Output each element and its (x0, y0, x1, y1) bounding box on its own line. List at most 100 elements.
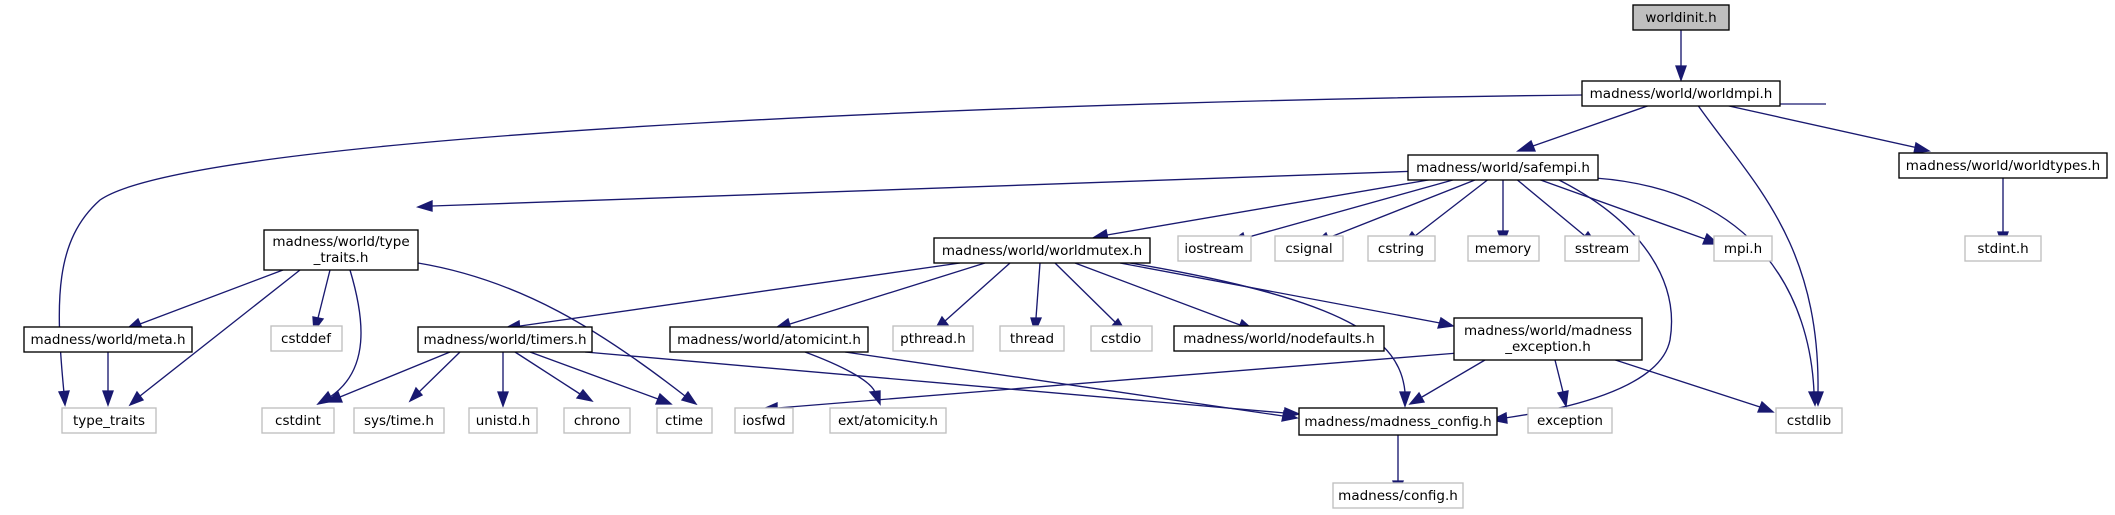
edge-safempi-typetraitsh (415, 170, 1421, 212)
edge-typetraitsh-cstddef (312, 269, 331, 333)
node-label: type_traits (73, 413, 145, 429)
node-iosfwd[interactable]: iosfwd (734, 407, 794, 434)
node-label: sstream (1575, 241, 1629, 257)
node-sstream[interactable]: sstream (1564, 235, 1640, 262)
edge-timers-chrono (514, 351, 594, 403)
edge-safempi-worldmutex (1091, 177, 1441, 241)
node-cstdlib[interactable]: cstdlib (1775, 407, 1843, 434)
edge-atomicint-madness-config (844, 351, 1299, 422)
node-label: madness/madness_config.h (1304, 414, 1491, 430)
node-worldmpi[interactable]: madness/world/worldmpi.h (1581, 80, 1781, 107)
node-label: madness/world/worldmpi.h (1590, 86, 1773, 102)
edge-worldinit-worldmpi (1675, 30, 1687, 83)
node-label-line-1: madness/world/madness (1464, 323, 1632, 339)
node-label: cstdint (275, 413, 321, 429)
edge-timers-unistd (497, 352, 509, 409)
edge-safempi-iostream (1229, 177, 1461, 244)
node-label: madness/world/atomicint.h (677, 332, 861, 348)
node-label-line-2: _traits.h (313, 250, 369, 266)
node-iostream[interactable]: iostream (1177, 235, 1252, 262)
edge-typetraitsh-iosfwd (417, 262, 698, 406)
node-madness-exception[interactable]: madness/world/madness _exception.h (1453, 317, 1643, 361)
node-memory[interactable]: memory (1467, 235, 1540, 262)
node-chrono[interactable]: chrono (563, 407, 631, 434)
node-mpi-h[interactable]: mpi.h (1713, 235, 1773, 262)
node-label: csignal (1285, 241, 1332, 257)
node-exception[interactable]: exception (1527, 407, 1613, 434)
node-type-traits[interactable]: type_traits (61, 407, 157, 434)
edge-safempi-csignal (1313, 177, 1481, 244)
node-ext-atomicity[interactable]: ext/atomicity.h (829, 407, 947, 434)
edge-meta-type-traits (102, 352, 114, 408)
node-madness-config[interactable]: madness/madness_config.h (1298, 407, 1498, 436)
edge-safempi-memory (1497, 178, 1509, 248)
node-meta[interactable]: madness/world/meta.h (23, 326, 193, 353)
node-label: exception (1537, 413, 1603, 429)
edge-worldmutex-atomicint (774, 262, 986, 330)
node-worldtypes[interactable]: madness/world/worldtypes.h (1898, 152, 2108, 179)
node-label: madness/world/worldtypes.h (1906, 158, 2100, 174)
edge-typetraitsh-meta (125, 269, 284, 330)
edge-worldmpi-worldtypes (1719, 103, 1931, 154)
node-worldmutex[interactable]: madness/world/worldmutex.h (933, 237, 1151, 264)
node-thread[interactable]: thread (999, 325, 1065, 352)
node-label: ctime (665, 413, 703, 429)
node-cstddef[interactable]: cstddef (270, 325, 343, 352)
edge-safempi-mpi (1534, 177, 1720, 245)
edge-safempi-sstream (1514, 177, 1598, 246)
node-label: mpi.h (1724, 241, 1762, 257)
node-label: madness/world/timers.h (423, 332, 586, 348)
node-stdint-h[interactable]: stdint.h (1964, 235, 2042, 262)
node-label: cstdlib (1787, 413, 1831, 429)
node-atomicint[interactable]: madness/world/atomicint.h (669, 326, 869, 353)
node-label: unistd.h (476, 413, 531, 429)
edge-madnessexc-madness-config (1408, 359, 1486, 405)
node-label: ext/atomicity.h (838, 413, 938, 429)
node-type-traits-h[interactable]: madness/world/type _traits.h (263, 229, 419, 271)
edge-timers-ctime (529, 351, 673, 405)
node-sys-time[interactable]: sys/time.h (353, 407, 445, 434)
node-ctime[interactable]: ctime (656, 407, 713, 434)
edge-safempi-madness-config (1489, 177, 1673, 424)
node-label: madness/world/safempi.h (1416, 160, 1590, 176)
node-label: cstring (1378, 241, 1424, 257)
edge-worldmutex-pthread (933, 262, 1011, 332)
node-label: madness/world/nodefaults.h (1183, 331, 1374, 347)
edge-worldmutex-thread (1030, 262, 1043, 335)
node-config-h[interactable]: madness/config.h (1332, 482, 1464, 509)
node-label: madness/config.h (1338, 488, 1458, 504)
node-worldinit[interactable]: worldinit.h (1632, 4, 1730, 31)
node-label: madness/world/worldmutex.h (942, 243, 1142, 259)
node-csignal[interactable]: csignal (1274, 235, 1344, 262)
node-label: cstddef (281, 331, 332, 347)
node-pthread[interactable]: pthread.h (892, 325, 974, 352)
edge-atomicint-extatomicity (804, 351, 881, 406)
node-label: worldinit.h (1645, 10, 1716, 26)
node-cstring[interactable]: cstring (1367, 235, 1436, 262)
node-label: iostream (1184, 241, 1243, 257)
edge-worldmutex-nodefaults (1074, 262, 1255, 331)
edges (57, 30, 2009, 498)
edge-worldmutex-cstdio (1054, 262, 1127, 333)
node-label: memory (1475, 241, 1531, 257)
node-cstdint[interactable]: cstdint (261, 407, 335, 434)
edge-worldmpi-safempi (1516, 103, 1826, 152)
node-cstdio[interactable]: cstdio (1090, 325, 1153, 352)
node-nodefaults[interactable]: madness/world/nodefaults.h (1173, 325, 1385, 352)
node-label: madness/world/meta.h (30, 332, 185, 348)
edge-typetraitsh-type-traits (128, 269, 301, 407)
node-label-line-2: _exception.h (1504, 339, 1591, 355)
node-timers[interactable]: madness/world/timers.h (417, 326, 593, 353)
node-label: iosfwd (742, 413, 785, 429)
edge-worldmpi-type-traits (57, 94, 1583, 407)
node-unistd[interactable]: unistd.h (468, 407, 538, 434)
node-label: cstdio (1101, 331, 1141, 347)
edge-madnessexc-cstdlib (1599, 354, 1775, 413)
node-safempi[interactable]: madness/world/safempi.h (1407, 154, 1599, 181)
node-label: chrono (574, 413, 620, 429)
edge-worldmutex-madness-config (1129, 262, 1411, 409)
node-label: sys/time.h (364, 413, 434, 429)
node-label: pthread.h (900, 331, 966, 347)
node-label: stdint.h (1977, 241, 2028, 257)
